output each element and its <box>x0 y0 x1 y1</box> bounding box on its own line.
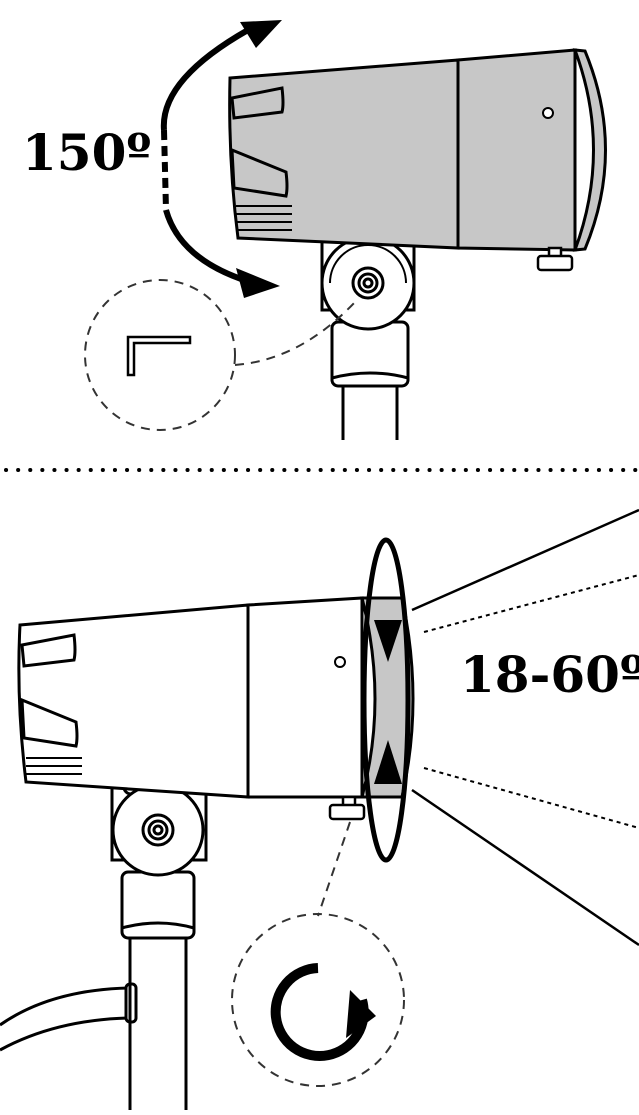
bottom-knuckle-disc <box>111 783 205 877</box>
top-zoom-knob <box>536 246 574 272</box>
ring-rotate-arrows <box>361 537 411 863</box>
tilt-panel <box>84 20 607 440</box>
top-stand-pole <box>330 320 410 440</box>
allen-key-icon <box>126 335 192 377</box>
rotate-callout <box>231 821 405 1087</box>
bottom-zoom-knob <box>328 795 366 821</box>
top-lamp-body <box>228 48 607 252</box>
bottom-lamp-body <box>17 596 364 799</box>
allen-key-callout <box>84 279 356 431</box>
tilt-angle-label: 150º <box>22 123 152 182</box>
top-knuckle-disc <box>320 235 416 331</box>
beam-angle-label: 18-60º <box>460 645 639 704</box>
beam-lines <box>411 508 639 947</box>
beam-panel <box>0 508 639 1110</box>
power-cable <box>0 982 138 1052</box>
tilt-arc-arrow <box>160 20 282 298</box>
rotate-clockwise-icon <box>270 963 376 1061</box>
